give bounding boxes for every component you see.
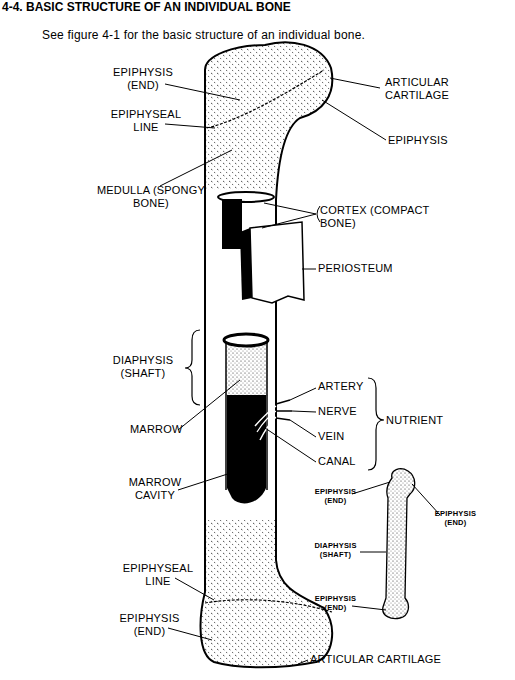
small-part-label: DIAPHYSIS (SHAFT) — [308, 542, 363, 560]
section-title: 4-4. BASIC STRUCTURE OF AN INDIVIDUAL BO… — [2, 0, 291, 14]
bone-body — [200, 40, 340, 190]
part-label: CORTEX (COMPACT BONE) — [320, 204, 430, 230]
marrow-cavity — [224, 334, 292, 503]
bone-body — [200, 40, 340, 670]
leader-line — [165, 124, 215, 128]
marrow-cavity — [266, 342, 268, 490]
leader-line — [290, 420, 316, 437]
marrow-cavity — [260, 417, 276, 440]
leader-line — [360, 552, 386, 553]
leader-line — [302, 269, 316, 270]
part-label: DIAPHYSIS (SHAFT) — [103, 354, 183, 380]
bone-body — [200, 40, 340, 670]
part-label: MARROW — [130, 423, 200, 436]
part-label: ARTERY — [318, 380, 378, 393]
small-bone — [383, 469, 415, 619]
bracket — [368, 378, 384, 470]
leader-line — [298, 660, 308, 664]
leader-line — [262, 214, 316, 228]
marrow-cavity — [224, 334, 268, 346]
part-label: EPIPHYSIS (END) — [108, 66, 178, 92]
small-part-label: EPIPHYSIS (END) — [308, 488, 363, 506]
leader-line — [165, 84, 240, 100]
leader-line — [160, 150, 232, 186]
bone-body — [226, 342, 268, 397]
leader-line — [264, 203, 316, 214]
part-label: VEIN — [318, 430, 378, 443]
cortex-cut — [222, 199, 242, 249]
bracket — [185, 330, 200, 405]
small-part-label: EPIPHYSIS (END) — [308, 595, 363, 613]
part-label: ARTICULAR CARTILAGE — [310, 653, 510, 666]
part-label: EPIPHYSEAL LINE — [106, 108, 186, 134]
leader-line — [292, 411, 316, 412]
part-label: PERIOSTEUM — [318, 262, 418, 275]
leader-line — [168, 628, 212, 640]
small-bone — [383, 469, 415, 619]
leader-line — [330, 78, 380, 88]
marrow-cavity — [276, 400, 292, 420]
leader-line — [178, 380, 240, 430]
intro-text: See figure 4-1 for the basic structure o… — [42, 28, 512, 42]
leader-line — [178, 470, 240, 490]
leader-line — [352, 606, 386, 610]
leader-line — [175, 578, 214, 600]
marrow-cavity — [255, 406, 276, 426]
leader-line — [322, 100, 386, 140]
leader-line — [352, 482, 390, 494]
marrow-cavity — [227, 395, 266, 503]
cortex-cut — [240, 228, 252, 300]
part-label: MARROW CAVITY — [115, 476, 195, 502]
part-label: MEDULLA (SPONGY BONE) — [96, 184, 206, 210]
leader-line — [262, 426, 316, 462]
epiphyseal-line — [207, 70, 324, 128]
part-label: CANAL — [318, 455, 378, 468]
group-label: NUTRIENT — [386, 414, 466, 427]
part-label: EPIPHYSIS (END) — [112, 612, 187, 638]
leader-line — [160, 78, 440, 664]
epiphyseal-line — [205, 70, 332, 612]
epiphyseal-line — [205, 600, 332, 612]
part-label: NERVE — [318, 405, 378, 418]
cortex-cut — [250, 222, 304, 303]
part-label: EPIPHYSEAL LINE — [118, 562, 198, 588]
bracket — [185, 330, 384, 470]
part-label: EPIPHYSIS — [388, 134, 468, 147]
small-part-label: EPIPHYSIS (END) — [428, 510, 483, 528]
leader-line — [317, 206, 320, 222]
part-label: ARTICULAR CARTILAGE — [372, 76, 462, 102]
leader-line — [290, 388, 316, 400]
marrow-cavity — [225, 342, 227, 490]
